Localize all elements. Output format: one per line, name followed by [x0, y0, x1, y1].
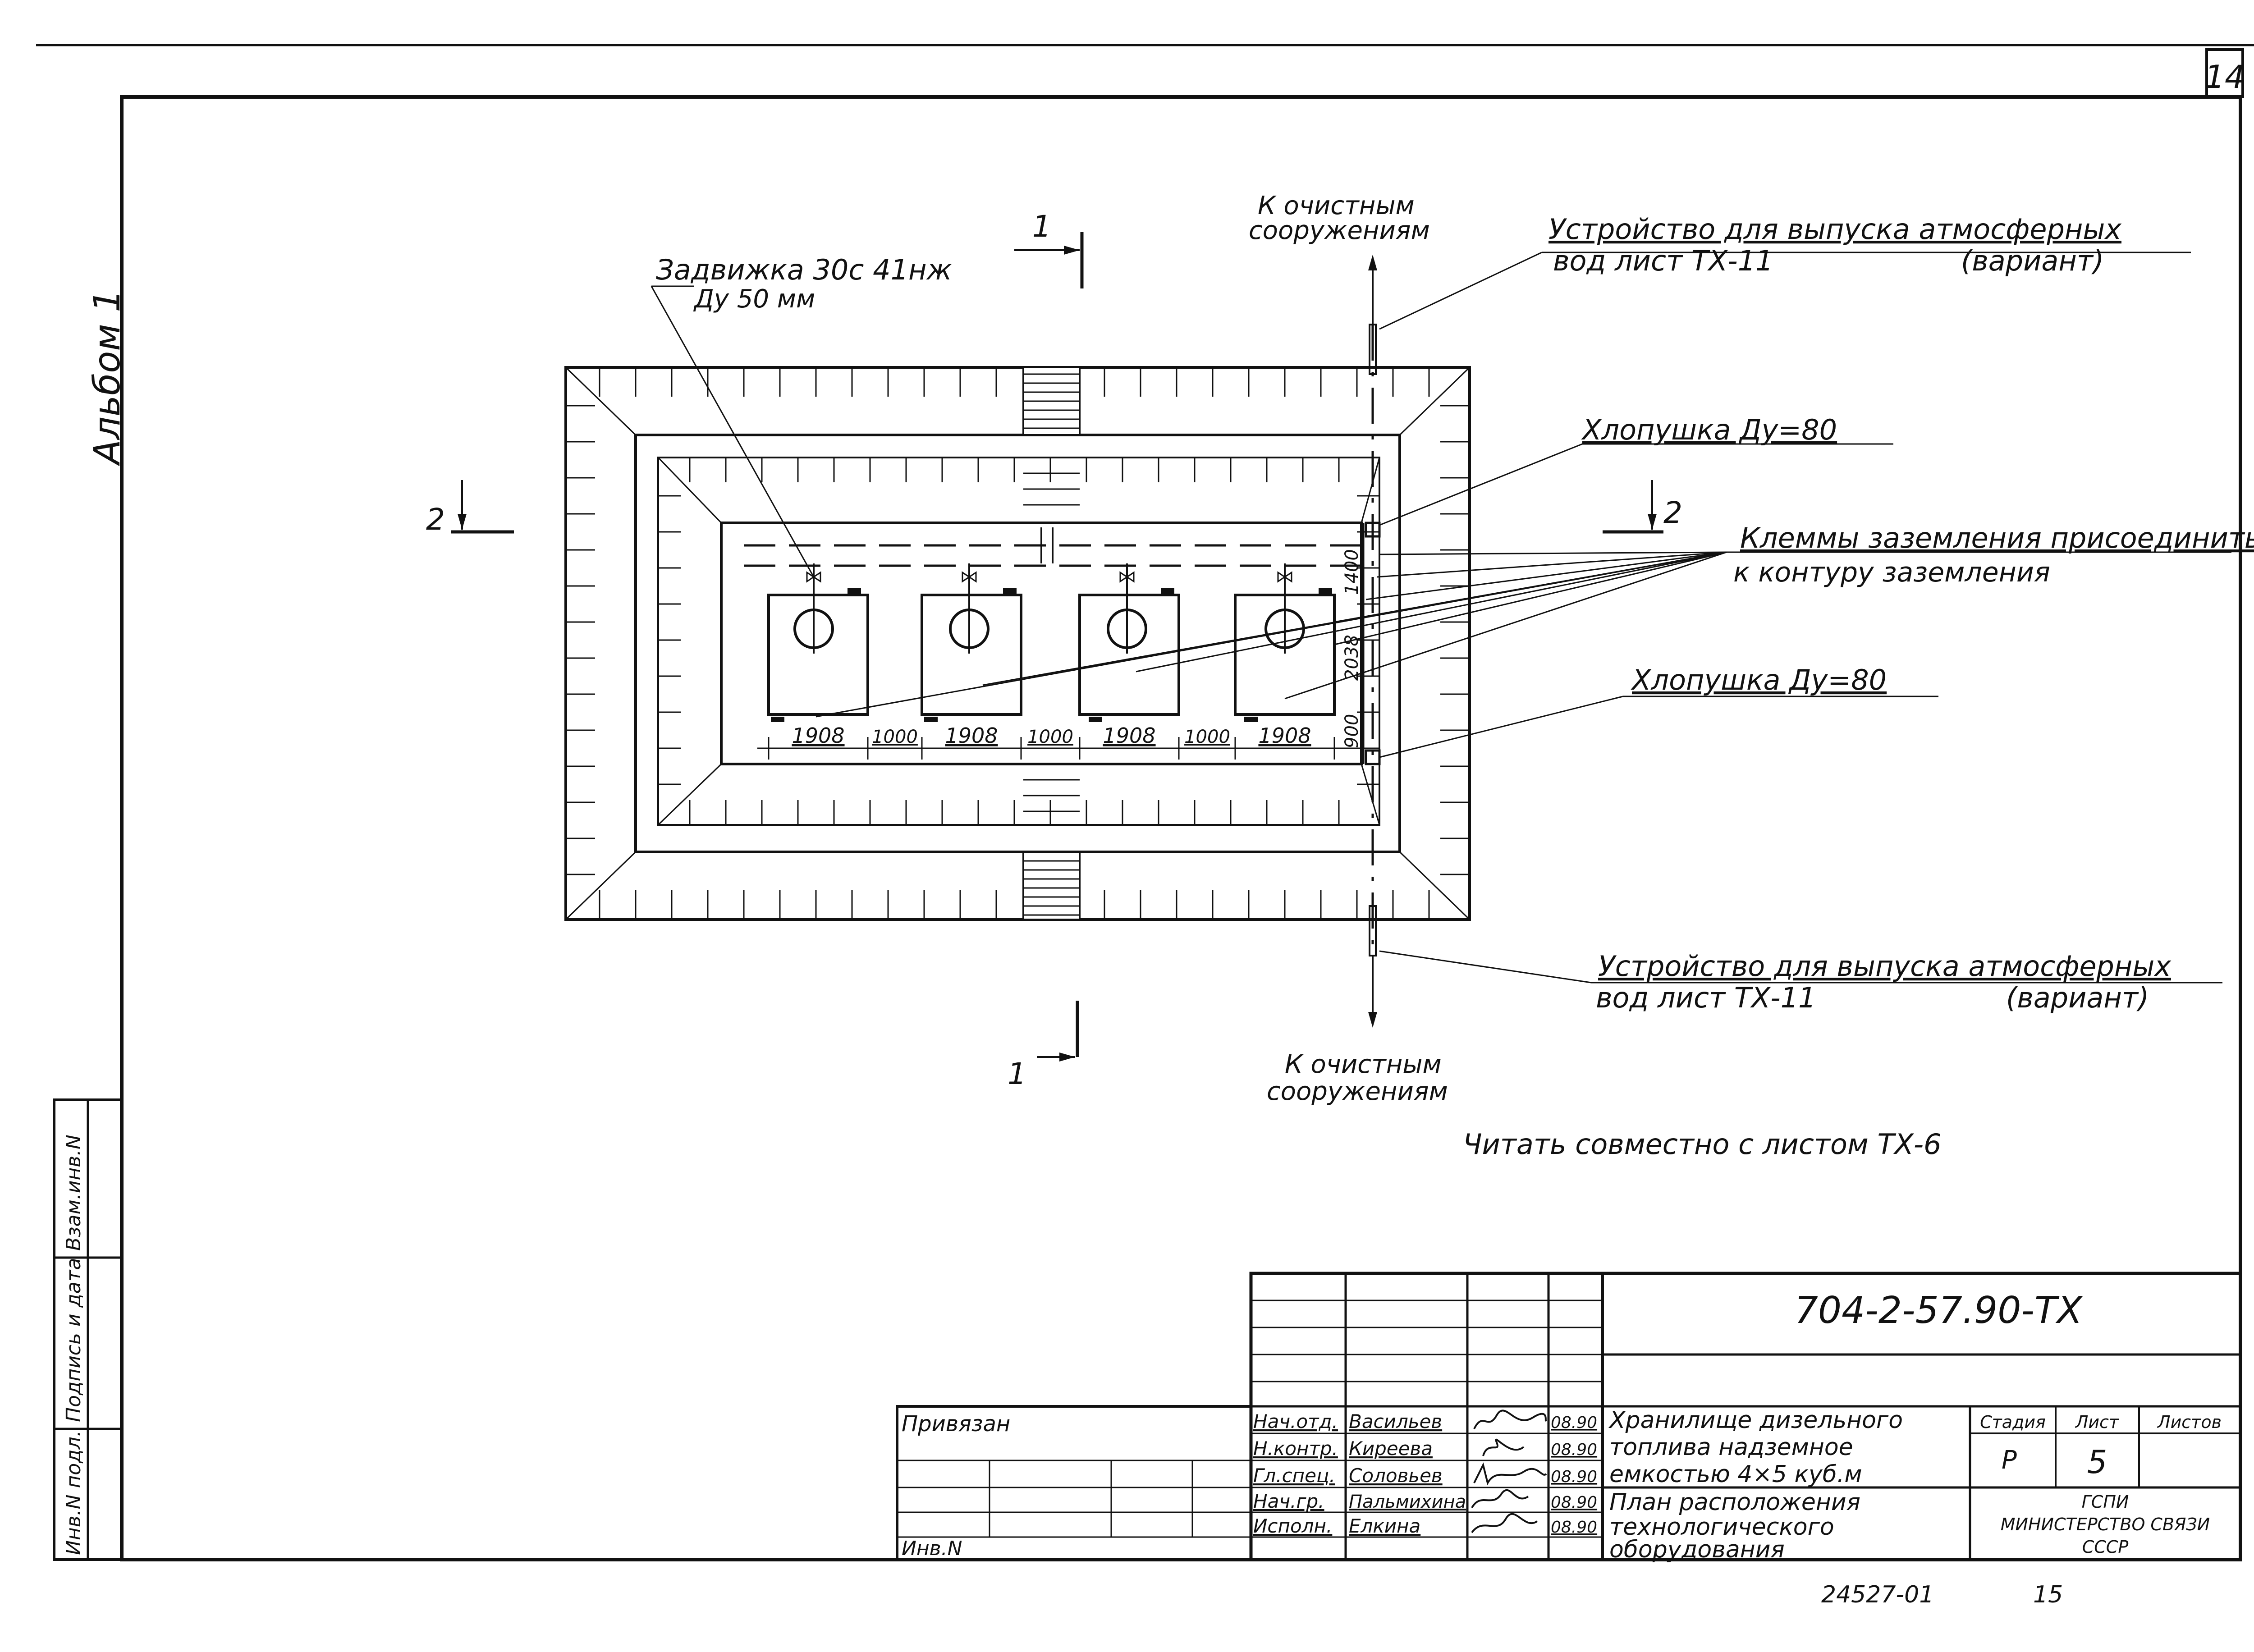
page-number: 14 — [2204, 59, 2245, 96]
treatment-top-2: сооружениям — [1249, 216, 1430, 245]
org-line2: МИНИСТЕРСТВО СВЯЗИ — [2001, 1515, 2210, 1534]
dim-7: 1908 — [1258, 723, 1311, 748]
tank-1 — [767, 563, 869, 722]
org-line1: ГСПИ — [2082, 1492, 2129, 1512]
grounding-line1: Клеммы заземления присоединить — [1740, 522, 2254, 554]
stairs-top — [1022, 366, 1081, 506]
org-line3: СССР — [2082, 1537, 2129, 1557]
section-1-top: 1 — [1014, 209, 1084, 288]
treatment-top-1: К очистным — [1258, 191, 1415, 220]
album-label: Альбом 1 — [86, 289, 128, 467]
sheet-no-value: 5 — [2087, 1444, 2107, 1481]
klapan-top-symbol — [1365, 522, 1381, 538]
section-2-left: 2 — [426, 480, 514, 537]
staff-name-1: Киреева — [1349, 1437, 1433, 1460]
staff-date-2: 08.90 — [1551, 1468, 1597, 1486]
device-bottom-2a: вод лист ТХ-11 — [1596, 981, 1816, 1014]
device-bottom-2b: (вариант) — [2006, 981, 2149, 1014]
dim-6: 1000 — [1184, 727, 1230, 747]
section-2-left-label: 2 — [426, 502, 445, 537]
section-2-right-label: 2 — [1663, 495, 1682, 530]
staff-name-4: Елкина — [1349, 1515, 1420, 1537]
zadvizhka-label: Задвижка 30с 41нж — [656, 253, 952, 286]
staff-role-4: Исполн. — [1253, 1515, 1332, 1537]
stamp-inv-podl: Инв.N подл. — [62, 1430, 85, 1555]
object-line2: топлива надземное — [1609, 1434, 1853, 1461]
staff-name-2: Соловьев — [1349, 1464, 1443, 1487]
staff-name-3: Пальмихина — [1349, 1492, 1466, 1512]
object-line3: емкостью 4×5 куб.м — [1609, 1461, 1862, 1488]
stage-value: Р — [2002, 1446, 2017, 1475]
sheet-label: Лист — [2075, 1412, 2120, 1432]
treatment-bottom-1: К очистным — [1285, 1050, 1442, 1079]
staff-date-0: 08.90 — [1551, 1414, 1597, 1432]
staff-role-2: Гл.спец. — [1253, 1464, 1335, 1487]
device-top-1: Устройство для выпуска атмосферных — [1548, 213, 2122, 246]
sheet-frame — [120, 95, 2242, 1561]
sheet-title-line1: План расположения — [1609, 1489, 1860, 1516]
staff-role-1: Н.контр. — [1253, 1437, 1338, 1460]
staff-date-1: 08.90 — [1551, 1441, 1597, 1459]
staff-date-4: 08.90 — [1551, 1518, 1597, 1537]
klapan-top-label: Хлопушка Ду=80 — [1581, 413, 1837, 446]
section-1-bottom: 1 — [1008, 1001, 1079, 1091]
treatment-bottom-2: сооружениям — [1267, 1077, 1448, 1106]
stamp-podpis: Подпись и дата — [62, 1258, 85, 1422]
device-top-2b: (вариант) — [1961, 244, 2104, 277]
sheet-title-line3: оборудования — [1609, 1536, 1785, 1563]
staff-date-3: 08.90 — [1551, 1493, 1597, 1512]
device-top-2a: вод лист ТХ-11 — [1553, 244, 1773, 277]
tank-3 — [1078, 563, 1180, 722]
dim-4: 1000 — [1027, 727, 1073, 747]
read-together-note: Читать совместно с листом ТХ-6 — [1463, 1128, 1942, 1161]
bottom-page: 15 — [2033, 1581, 2063, 1608]
dim-v3: 900 — [1342, 714, 1362, 748]
sheet-title-line2: технологического — [1609, 1514, 1834, 1541]
section-1-bottom-label: 1 — [1008, 1057, 1026, 1091]
stage-label: Стадия — [1980, 1412, 2046, 1432]
dim-5: 1908 — [1103, 723, 1155, 748]
object-line1: Хранилище дизельного — [1608, 1407, 1903, 1434]
staff-name-0: Васильев — [1349, 1410, 1442, 1432]
grounding-line2: к контуру заземления — [1733, 557, 2050, 588]
plan-drawing: 1908 1000 1908 1000 1908 1000 1908 1400 … — [564, 255, 1471, 1028]
side-stamp: Взам.инв.N Подпись и дата Инв.N подл. — [53, 1098, 123, 1561]
klapan-bottom-label: Хлопушка Ду=80 — [1631, 664, 1887, 696]
embankment-hatching — [566, 367, 1470, 920]
dim-2: 1000 — [872, 727, 918, 747]
zadvizhka-size: Ду 50 мм — [693, 284, 815, 314]
tank-4 — [1234, 563, 1336, 722]
privyazan-label: Привязан — [902, 1411, 1010, 1437]
dim-v1: 1400 — [1342, 549, 1362, 595]
outer-embankment — [564, 366, 1471, 921]
staff-role-0: Нач.отд. — [1253, 1410, 1338, 1432]
stairs-bottom — [1022, 779, 1081, 920]
section-1-top-label: 1 — [1032, 209, 1051, 244]
sheets-label: Листов — [2157, 1412, 2222, 1432]
dim-3: 1908 — [945, 723, 998, 748]
slope-top — [657, 457, 1380, 826]
tank-pad — [720, 522, 1363, 765]
inner-embankment — [634, 434, 1401, 853]
staff-role-3: Нач.гр. — [1253, 1490, 1324, 1512]
device-bottom-1: Устройство для выпуска атмосферных — [1598, 950, 2172, 983]
leaders — [651, 252, 2231, 984]
stamp-vzam: Взам.инв.N — [62, 1135, 85, 1251]
inv-label: Инв.N — [902, 1537, 962, 1560]
page-number-box — [2205, 48, 2244, 98]
tank-2 — [921, 563, 1022, 722]
bottom-number: 24527-01 — [1821, 1581, 1934, 1608]
dim-1: 1908 — [792, 723, 844, 748]
signatures — [1471, 1409, 1547, 1533]
section-2-right: 2 — [1603, 480, 1682, 534]
title-block — [896, 1272, 2242, 1561]
doc-code: 704-2-57.90-ТХ — [1795, 1289, 2083, 1332]
